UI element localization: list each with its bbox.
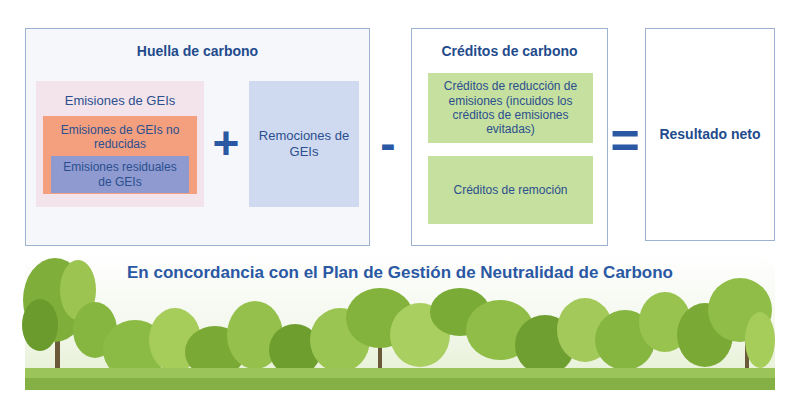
box-heading: Resultado neto: [659, 126, 760, 143]
credit-box: Créditos de reducción de emisiones (incu…: [428, 73, 593, 143]
result-box: Resultado neto: [645, 28, 775, 241]
group-panel: Créditos de carbonoCréditos de reducción…: [411, 28, 608, 246]
emissions-box: Emisiones de GEIsEmisiones de GEIs no re…: [36, 81, 204, 207]
footer-statement: En concordancia con el Plan de Gestión d…: [127, 264, 673, 281]
tree-canopy: [22, 258, 775, 385]
grass-strip: [25, 368, 775, 390]
box-text: Emisiones de GEIs no reducidas: [49, 123, 191, 152]
minus-operator: -: [380, 120, 395, 166]
emissions-box: Emisiones de GEIs no reducidasEmisiones …: [43, 116, 197, 194]
box-heading: Huella de carbono: [137, 43, 258, 60]
box-text: Emisiones de GEIs: [65, 93, 176, 109]
plus-operator: +: [213, 120, 240, 166]
box-text: Emisiones residuales de GEIs: [57, 160, 183, 189]
box-text: Créditos de remoción: [453, 183, 567, 197]
group-panel: Huella de carbonoEmisiones de GEIsEmisio…: [25, 28, 370, 246]
equals-operator: =: [610, 116, 639, 166]
box-heading: Créditos de carbono: [441, 43, 577, 60]
grass-strip: [25, 378, 775, 390]
credit-box: Créditos de remoción: [428, 156, 593, 224]
emissions-box: Emisiones residuales de GEIs: [51, 156, 189, 193]
removals-box: Remociones de GEIs: [249, 81, 359, 207]
sky-ground: [25, 255, 775, 390]
box-text: Créditos de reducción de emisiones (incu…: [434, 79, 587, 137]
box-text: Remociones de GEIs: [255, 128, 353, 159]
